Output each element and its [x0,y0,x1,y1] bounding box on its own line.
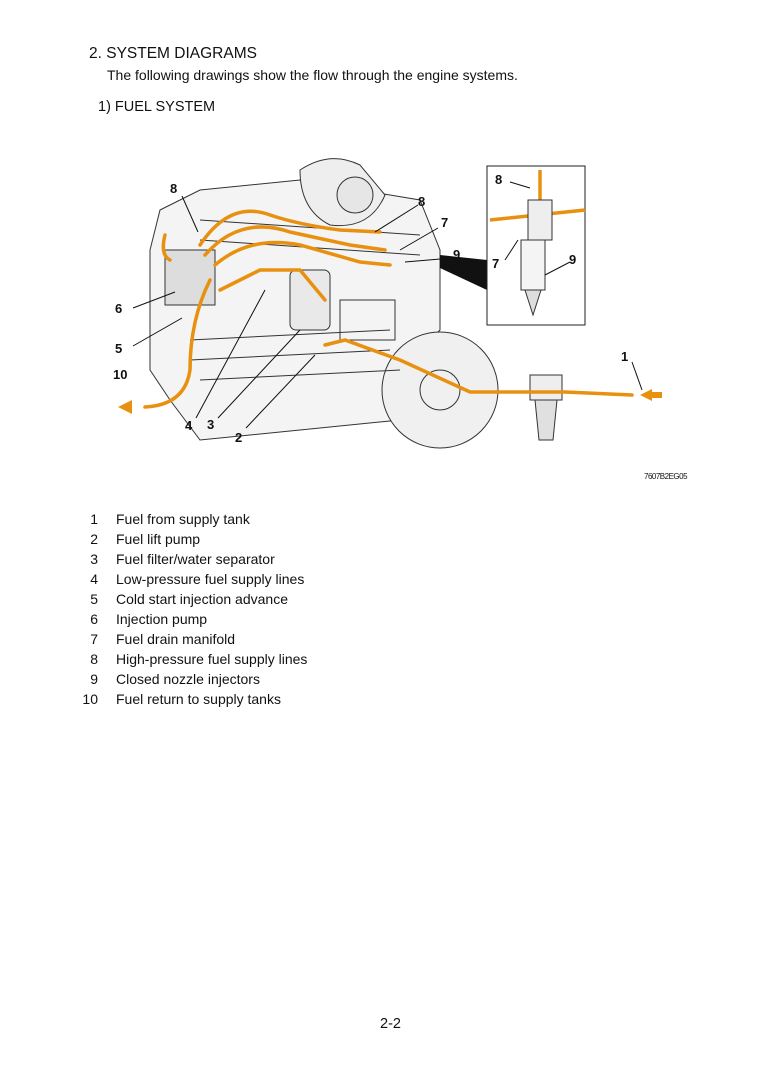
page-number: 2-2 [380,1016,401,1032]
fuel-system-diagram: 8 8 7 9 6 5 10 4 3 2 1 8 7 9 [113,158,662,449]
callout-10: 10 [113,367,127,382]
legend-num: 2 [90,531,98,547]
legend-num: 8 [90,651,98,667]
legend-num: 10 [82,691,98,707]
callout-6: 6 [115,301,122,316]
callout-8b: 8 [418,194,425,209]
callout-4: 4 [185,418,193,433]
inset-detail [440,165,586,326]
arrow-out-icon [118,400,132,414]
legend-text: Fuel lift pump [116,531,201,547]
legend-item: 8 High-pressure fuel supply lines [80,651,307,671]
callout-7: 7 [441,215,448,230]
legend-text: Fuel drain manifold [116,631,236,647]
inset-callout-8: 8 [495,172,502,187]
callout-5: 5 [115,341,122,356]
legend-num: 7 [90,631,98,647]
legend-num: 6 [90,611,98,627]
engine-drawing [149,158,563,449]
subsection-title: 1) FUEL SYSTEM [98,99,216,115]
legend-text: Cold start injection advance [116,591,288,607]
legend-item: 5 Cold start injection advance [80,591,288,611]
legend-num: 1 [90,511,98,527]
figure-code: 7607B2EG05 [644,472,688,481]
intro-text: The following drawings show the flow thr… [107,67,518,83]
legend-item: 9 Closed nozzle injectors [80,671,260,691]
inset-callout-7: 7 [492,256,499,271]
callout-2: 2 [235,430,242,445]
leader-lines [132,181,643,429]
callout-9: 9 [453,247,460,262]
fuel-lines [143,209,634,409]
callout-labels: 8 8 7 9 6 5 10 4 3 2 1 8 7 9 [113,172,628,445]
legend-text: Closed nozzle injectors [116,671,260,687]
legend-item: 1 Fuel from supply tank [80,511,250,531]
legend-num: 9 [90,671,98,687]
inset-callout-9: 9 [569,252,576,267]
legend-text: High-pressure fuel supply lines [116,651,308,667]
legend-num: 3 [90,551,98,567]
legend-item: 4 Low-pressure fuel supply lines [80,571,304,591]
flow-arrows [118,389,662,414]
arrow-in-icon [640,389,652,401]
legend-item: 3 Fuel filter/water separator [80,551,275,571]
callout-1: 1 [621,349,628,364]
section-title: 2. SYSTEM DIAGRAMS [89,45,257,62]
legend-item: 10 Fuel return to supply tanks [80,691,281,711]
callout-3: 3 [207,417,214,432]
legend-text: Low-pressure fuel supply lines [116,571,305,587]
legend-text: Fuel filter/water separator [116,551,275,567]
legend-item: 6 Injection pump [80,611,207,631]
legend-text: Fuel return to supply tanks [116,691,281,707]
legend-num: 5 [90,591,98,607]
legend-item: 7 Fuel drain manifold [80,631,235,651]
callout-8a: 8 [170,181,177,196]
legend-text: Injection pump [116,611,208,627]
legend-text: Fuel from supply tank [116,511,250,527]
legend-num: 4 [90,571,98,587]
legend-item: 2 Fuel lift pump [80,531,200,551]
